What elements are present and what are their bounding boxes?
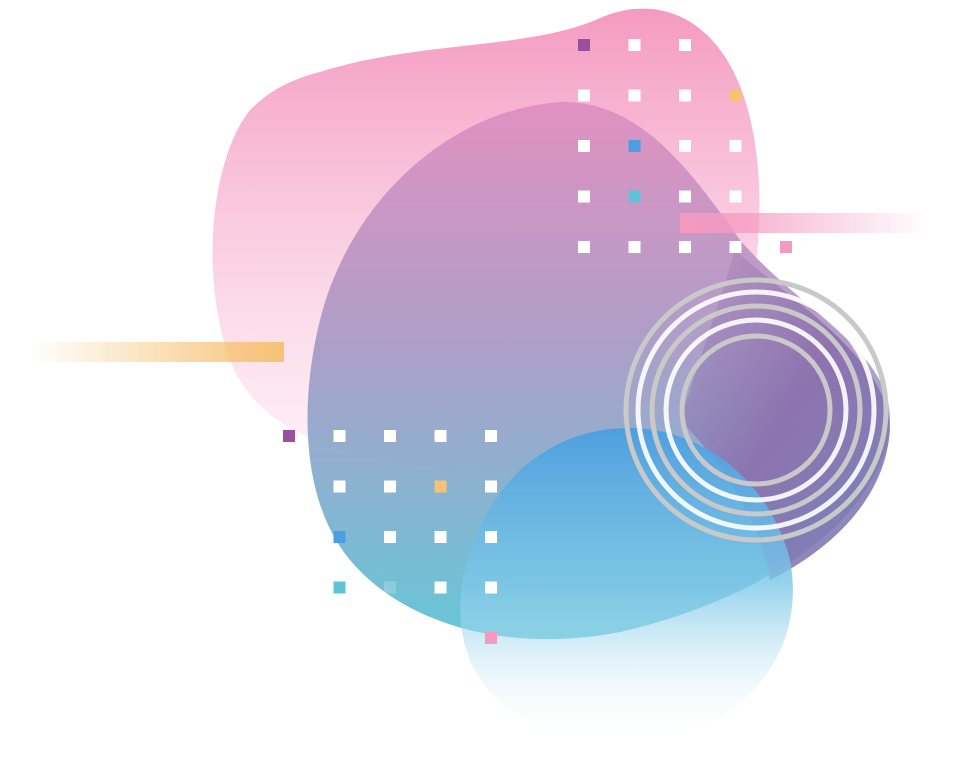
grid-dot	[628, 241, 641, 253]
pink-streak	[680, 213, 930, 233]
orange-streak	[30, 342, 284, 362]
grid-dot	[333, 430, 346, 442]
grid-dot	[780, 89, 792, 102]
grid-dot	[679, 89, 691, 102]
grid-dot	[729, 39, 742, 51]
grid-dot	[485, 581, 497, 594]
grid-dot	[434, 480, 447, 493]
grid-dot	[384, 430, 396, 442]
grid-dot	[729, 89, 742, 102]
ring-2	[635, 289, 877, 531]
ring-4	[663, 317, 849, 503]
grid-dot	[485, 480, 497, 493]
dot-grid-bottom	[283, 430, 497, 644]
grid-dot	[578, 39, 590, 51]
grid-dot	[628, 140, 641, 152]
grid-dot	[384, 632, 396, 644]
grid-dot	[729, 140, 742, 152]
grid-dot	[434, 581, 447, 594]
grid-dot	[384, 581, 396, 594]
grid-dot	[434, 430, 447, 442]
ring-3	[649, 303, 863, 517]
grid-dot	[679, 140, 691, 152]
grid-dot	[780, 190, 792, 203]
grid-dot	[780, 140, 792, 152]
grid-dot	[679, 190, 691, 203]
grid-dot	[434, 531, 447, 543]
concentric-rings	[623, 277, 889, 543]
grid-dot	[283, 430, 295, 442]
grid-dot	[679, 39, 691, 51]
grid-dot	[578, 241, 590, 253]
ring-inner	[679, 333, 833, 487]
grid-dot	[780, 39, 792, 51]
grid-dot	[578, 89, 590, 102]
grid-dot	[485, 430, 497, 442]
grid-dot	[628, 89, 641, 102]
grid-dot	[283, 632, 295, 644]
grid-dot	[384, 531, 396, 543]
grid-dot	[729, 190, 742, 203]
blue-blob	[460, 428, 793, 744]
dot-grid-top	[578, 39, 792, 253]
grid-dot	[283, 531, 295, 543]
ring-outer	[623, 277, 889, 543]
grid-dot	[729, 241, 742, 253]
grid-dot	[485, 531, 497, 543]
grid-dot	[333, 581, 346, 594]
grid-dot	[283, 480, 295, 493]
grid-dot	[333, 480, 346, 493]
grid-dot	[578, 190, 590, 203]
grid-dot	[578, 140, 590, 152]
grid-dot	[485, 632, 497, 644]
grid-dot	[384, 480, 396, 493]
grid-dot	[283, 581, 295, 594]
grid-dot	[780, 241, 792, 253]
grid-dot	[333, 632, 346, 644]
grid-dot	[333, 531, 346, 543]
grid-dot	[628, 190, 641, 203]
grid-dot	[679, 241, 691, 253]
grid-dot	[434, 632, 447, 644]
grid-dot	[628, 39, 641, 51]
